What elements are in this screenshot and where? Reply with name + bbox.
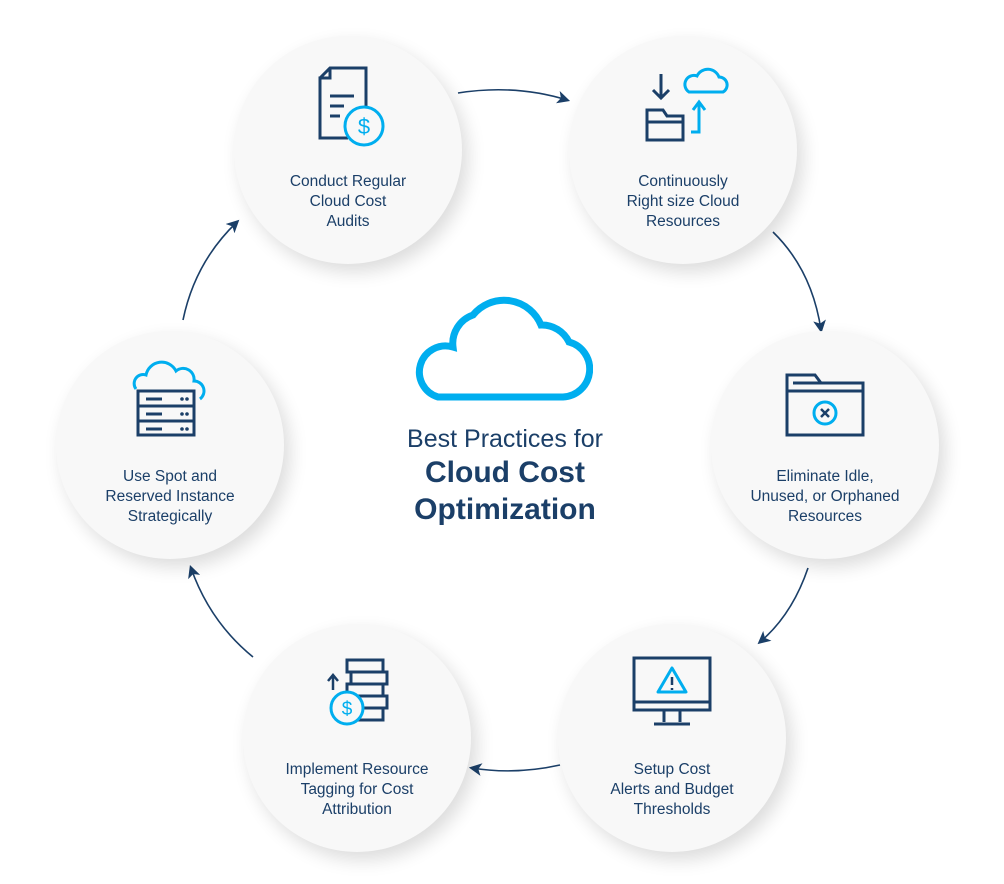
svg-text:$: $ (358, 114, 370, 139)
title-line-2: Cloud Cost (425, 456, 585, 489)
arrow-1-2 (457, 88, 571, 104)
arrow-5-6 (188, 564, 254, 658)
stack-dollar-icon: $ (327, 658, 389, 726)
cloud-icon (415, 296, 593, 401)
arrow-3-4 (757, 567, 809, 645)
monitor-alert-icon (632, 656, 712, 726)
document-dollar-icon: $ (318, 66, 385, 147)
svg-text:$: $ (342, 699, 353, 720)
folder-remove-icon (785, 373, 865, 437)
arrow-4-5 (468, 763, 561, 776)
server-cloud-icon (132, 360, 206, 437)
folder-cloud-sync-icon (645, 67, 729, 142)
center-title: Best Practices for Cloud Cost Optimizati… (380, 285, 630, 528)
title-line-1: Best Practices for (407, 425, 603, 453)
arrow-6-1 (182, 219, 240, 321)
title-line-3: Optimization (414, 493, 596, 526)
arrow-2-3 (772, 231, 826, 334)
